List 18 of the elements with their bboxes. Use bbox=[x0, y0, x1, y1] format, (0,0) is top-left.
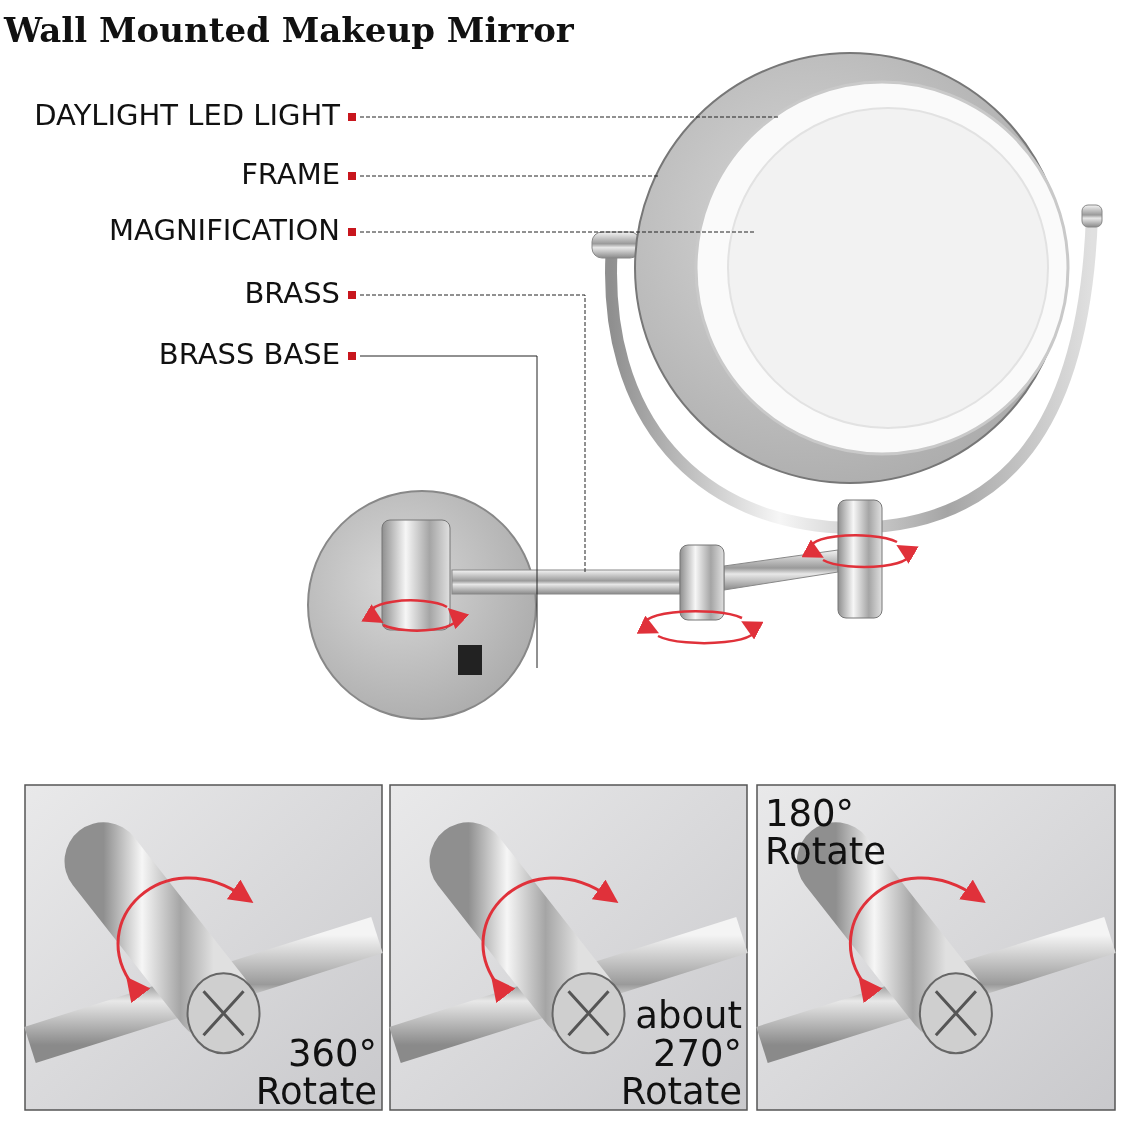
part-label: MAGNIFICATION bbox=[109, 213, 340, 247]
swing-arm bbox=[451, 569, 681, 595]
rotation-label: 360° Rotate bbox=[254, 1035, 377, 1111]
leader-line bbox=[359, 355, 538, 669]
part-label: BRASS bbox=[244, 276, 340, 310]
led-light-ring bbox=[694, 80, 1070, 456]
leader-line bbox=[359, 116, 781, 118]
mirror-glass bbox=[727, 107, 1049, 429]
part-label: BRASS BASE bbox=[158, 337, 340, 371]
title: Wall Mounted Makeup Mirror bbox=[4, 10, 574, 50]
leader-line bbox=[359, 294, 586, 573]
mirror-frame bbox=[634, 52, 1070, 484]
part-label: DAYLIGHT LED LIGHT bbox=[34, 98, 340, 132]
leader-line bbox=[359, 175, 661, 177]
rotation-label: 180° Rotate bbox=[765, 795, 888, 871]
part-label: FRAME bbox=[241, 157, 340, 191]
rotation-label: about 270° Rotate bbox=[619, 997, 742, 1111]
leader-line bbox=[359, 231, 756, 233]
